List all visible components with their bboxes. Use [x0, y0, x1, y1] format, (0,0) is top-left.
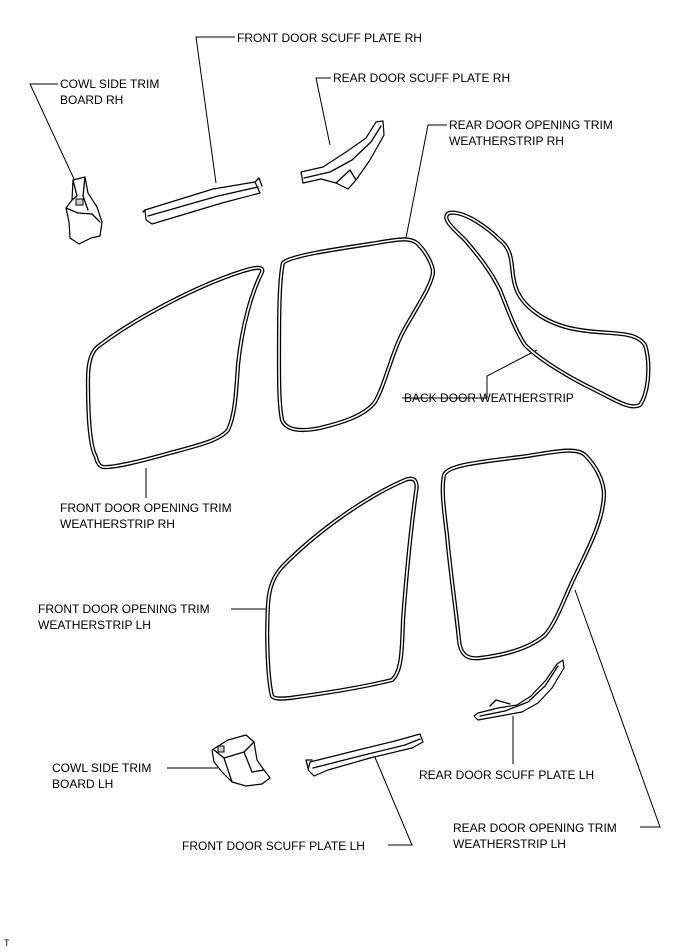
label-back-door-weatherstrip: BACK DOOR WEATHERSTRIP [404, 391, 574, 405]
label-rear-door-scuff-plate-lh: REAR DOOR SCUFF PLATE LH [419, 768, 594, 782]
rear-door-opening-trim-weatherstrip-rh-part [276, 237, 436, 432]
cowl-side-trim-board-rh-part [65, 176, 103, 245]
label-cowl-side-trim-board-rh-line2: BOARD RH [60, 93, 123, 107]
corner-mark: T [4, 938, 10, 948]
label-rear-door-opening-trim-weatherstrip-lh-line1: REAR DOOR OPENING TRIM [453, 821, 617, 835]
label-front-door-opening-trim-weatherstrip-rh-line1: FRONT DOOR OPENING TRIM [60, 501, 232, 515]
label-cowl-side-trim-board-lh-line2: BOARD LH [52, 777, 113, 791]
label-front-door-opening-trim-weatherstrip-rh-line2: WEATHERSTRIP RH [60, 517, 175, 531]
label-front-door-scuff-plate-lh: FRONT DOOR SCUFF PLATE LH [182, 839, 365, 853]
leader-lines [29, 36, 661, 846]
rear-door-opening-trim-weatherstrip-lh-part [440, 448, 607, 661]
label-rear-door-opening-trim-weatherstrip-rh-line1: REAR DOOR OPENING TRIM [449, 118, 613, 132]
back-door-weatherstrip-part [444, 210, 651, 409]
label-front-door-opening-trim-weatherstrip-lh-line2: WEATHERSTRIP LH [38, 618, 151, 632]
label-rear-door-scuff-plate-rh: REAR DOOR SCUFF PLATE RH [333, 71, 510, 85]
label-front-door-scuff-plate-rh: FRONT DOOR SCUFF PLATE RH [237, 31, 422, 45]
rear-door-scuff-plate-rh-part [300, 120, 385, 190]
front-door-scuff-plate-rh-part [142, 177, 263, 225]
front-door-opening-trim-weatherstrip-lh-part [265, 476, 419, 701]
label-cowl-side-trim-board-rh-line1: COWL SIDE TRIM [60, 77, 159, 91]
label-rear-door-opening-trim-weatherstrip-rh-line2: WEATHERSTRIP RH [449, 134, 564, 148]
label-rear-door-opening-trim-weatherstrip-lh-line2: WEATHERSTRIP LH [453, 837, 566, 851]
label-front-door-opening-trim-weatherstrip-lh-line1: FRONT DOOR OPENING TRIM [38, 602, 210, 616]
label-cowl-side-trim-board-lh-line1: COWL SIDE TRIM [52, 761, 151, 775]
front-door-opening-trim-weatherstrip-rh-part [85, 265, 265, 470]
front-door-scuff-plate-lh-part [305, 733, 424, 777]
rear-door-scuff-plate-lh-part [473, 659, 565, 721]
cowl-side-trim-board-lh-part [211, 734, 271, 787]
